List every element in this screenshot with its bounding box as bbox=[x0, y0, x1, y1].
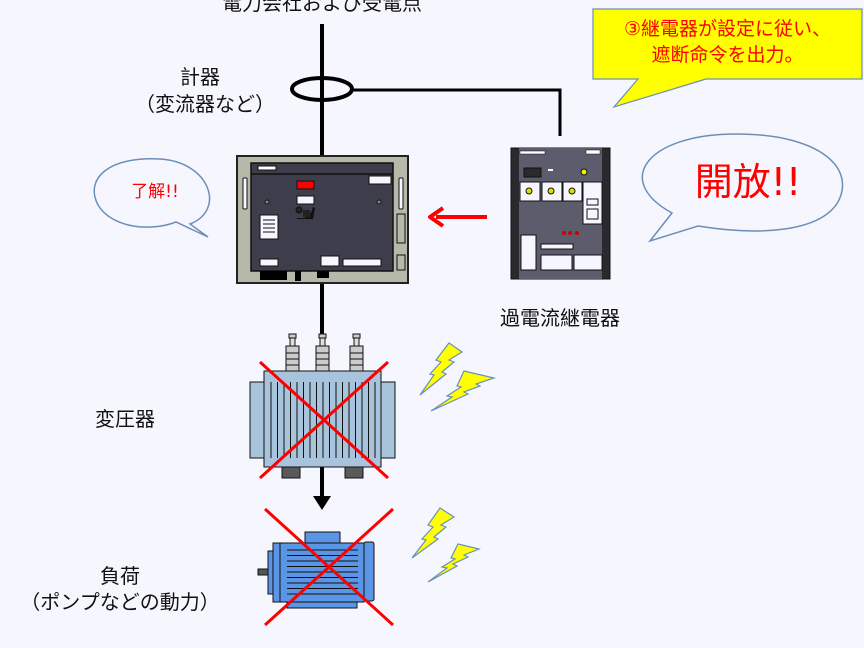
speech-bubble-left bbox=[93, 158, 211, 238]
motor-cross-icon bbox=[263, 507, 395, 627]
motor-icon bbox=[257, 531, 375, 609]
meter-label: 計器 bbox=[180, 65, 220, 89]
transformer-label: 変圧器 bbox=[95, 407, 155, 431]
load-label: 負荷 bbox=[100, 564, 140, 588]
transformer-icon bbox=[249, 333, 396, 479]
load-sublabel: （ポンプなどの動力） bbox=[20, 590, 220, 614]
circuit-breaker-panel-icon bbox=[236, 155, 409, 284]
signal-wire bbox=[352, 88, 562, 136]
callout-line-1: ③継電器が設定に従い、 bbox=[623, 18, 832, 40]
transformer-cross-icon bbox=[258, 360, 390, 480]
source-label: 電力会社および受電点 bbox=[222, 0, 422, 15]
arrow-down-icon bbox=[313, 496, 331, 510]
callout-box bbox=[592, 8, 863, 109]
breaker-reply-text: 了解!! bbox=[131, 182, 179, 202]
callout-line-2: 遮断命令を出力。 bbox=[651, 44, 804, 66]
relay-label: 過電流継電器 bbox=[500, 306, 620, 330]
trip-signal-arrow-icon bbox=[428, 206, 487, 228]
speech-bubble-right bbox=[641, 133, 844, 243]
relay-panel-icon bbox=[510, 147, 611, 280]
meter-sublabel: （変流器など） bbox=[135, 92, 275, 116]
lightning-icon bbox=[411, 342, 497, 583]
relay-command-text: 開放!! bbox=[694, 160, 802, 204]
